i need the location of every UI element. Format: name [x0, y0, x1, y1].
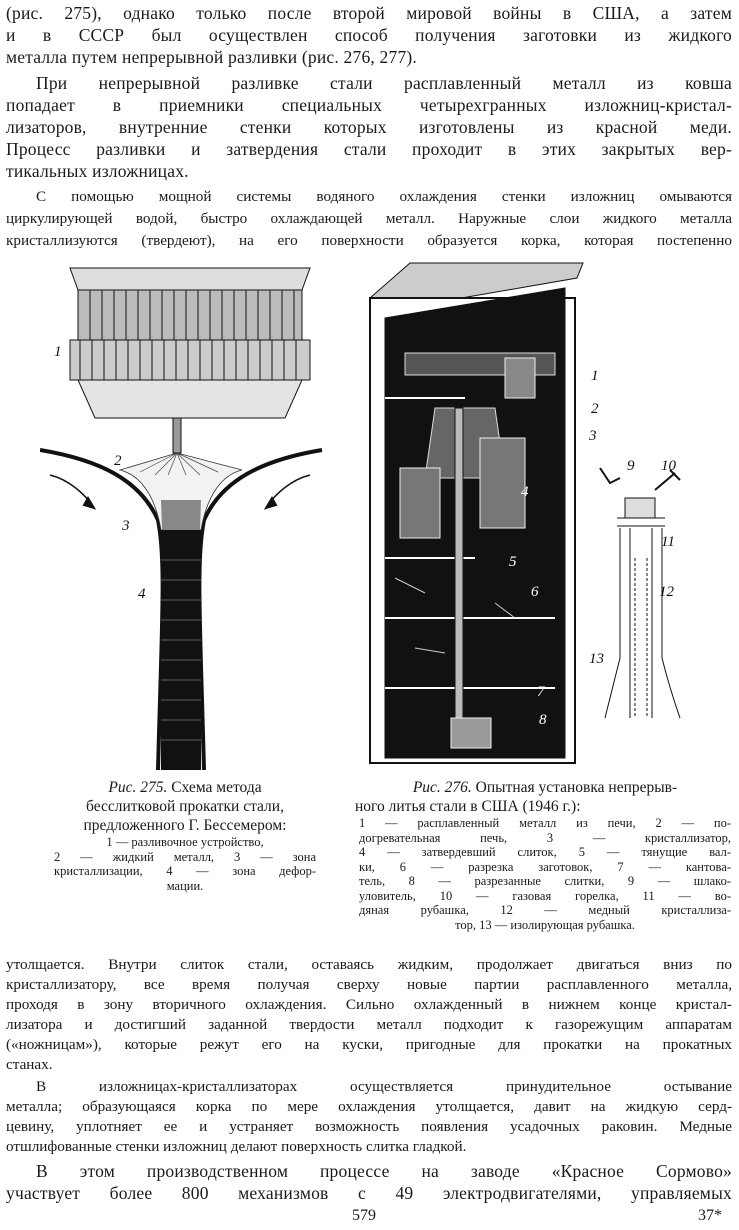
legend-line: тель, 8 — разрезанные слитки, 9 — шлако- — [359, 874, 731, 888]
metal-stream-drawing — [118, 452, 243, 770]
text-line: станах. — [6, 1056, 53, 1073]
text-line: утолщается. Внутри слиток стали, оставая… — [6, 956, 732, 973]
caption-title-line: предложенного Г. Бессемером: — [83, 817, 287, 834]
figure-276-number: Рис. 276. — [412, 779, 472, 796]
legend-line: догревательная печь, 3 — кристаллизатор, — [359, 830, 731, 845]
text-line: тикальных изложницах. — [6, 161, 189, 181]
top-paragraph-2: При непрерывной разливке стали расплавле… — [6, 72, 732, 182]
figure-276-label-6: 6 — [531, 584, 539, 600]
figure-276-label-2: 2 — [591, 401, 599, 417]
figure-276-label-4: 4 — [521, 484, 529, 500]
caption-title-line: Схема метода — [167, 779, 262, 796]
text-line: металла путем непрерывной разливки (рис.… — [6, 47, 417, 67]
figure-276-label-9: 9 — [627, 458, 635, 474]
figure-275-label-3: 3 — [121, 518, 130, 534]
figure-276-label-12: 12 — [659, 584, 675, 600]
figure-275-caption: Рис. 275. Схема метода бесслитковой прок… — [40, 778, 330, 893]
figure-276-label-3: 3 — [588, 428, 597, 444]
text-line: С помощью мощной системы водяного охлажд… — [36, 188, 732, 205]
text-line: В этом производственном процессе на заво… — [36, 1161, 732, 1181]
legend-line: кристаллизации, 4 — зона дефор- — [54, 864, 316, 878]
crystallizer-detail-drawing — [599, 467, 681, 719]
signature-mark: 37* — [698, 1207, 722, 1224]
legend-line: 1 — расплавленный металл из печи, 2 — по… — [359, 816, 731, 830]
figure-276-caption: Рис. 276. Опытная установка непрерыв- но… — [355, 778, 735, 932]
text-line: попадает в приемники специальных четырех… — [6, 95, 732, 115]
figure-276-label-5: 5 — [509, 554, 517, 570]
ladle-drawing — [69, 267, 311, 454]
text-line: участвует более 800 механизмов с 49 элек… — [6, 1183, 732, 1203]
text-line: лизатора и достигший заданной твердости … — [6, 1016, 732, 1033]
legend-line: дяная рубашка, 12 — медный кристаллиза- — [359, 903, 731, 917]
top-paragraph-1: (рис. 275), однако только после второй м… — [6, 2, 732, 68]
figure-275-label-4: 4 — [138, 586, 146, 602]
text-line: (рис. 275), однако только после второй м… — [6, 3, 732, 23]
figure-275-label-2: 2 — [114, 453, 122, 469]
legend-line: уловитель, 10 — газовая горелка, 11 — во… — [359, 888, 731, 903]
figure-276-label-10: 10 — [661, 458, 677, 474]
figure-275-label-1: 1 — [54, 344, 62, 360]
figure-276-label-13: 13 — [589, 651, 604, 667]
text-line: При непрерывной разливке стали расплавле… — [36, 73, 732, 93]
figure-276-label-11: 11 — [661, 534, 675, 550]
legend-line: 4 — затвердевший слиток, 5 — тянущие вал… — [359, 845, 731, 859]
page-number: 579 — [352, 1207, 376, 1224]
caption-title-line: Опытная установка непрерыв- — [471, 779, 678, 796]
text-line: циркулирующей водой, быстро охлаждающей … — [6, 210, 732, 227]
text-line: кристаллизуются (твердеют), на его повер… — [6, 232, 732, 249]
figure-276-label-1: 1 — [591, 368, 599, 384]
text-line: отшлифованные стенки изложниц делают пов… — [6, 1138, 467, 1155]
bottom-paragraph-3: В этом производственном процессе на заво… — [6, 1160, 732, 1204]
text-line: («ножницам»), которые режут его на куски… — [6, 1036, 732, 1053]
plant-building-drawing — [369, 262, 584, 764]
figure-276-label-8: 8 — [539, 712, 547, 728]
legend-line: тор, 13 — изолирующая рубашка. — [455, 917, 635, 932]
text-line: кристаллизатору, все время получая сверх… — [6, 976, 732, 993]
legend-line: мации. — [166, 878, 204, 893]
legend-line: 1 — разливочное устройство, — [106, 835, 264, 849]
figure-275-illustration: 1 2 3 4 — [40, 267, 323, 770]
text-line: Процесс разливки и затвердения стали про… — [6, 139, 732, 159]
text-line: металла; образующаяся корка по мере охла… — [6, 1098, 732, 1115]
text-line: В изложницах-кристаллизаторах осуществля… — [36, 1078, 732, 1095]
legend-line: ки, 6 — разрезка заготовок, 7 — кантова- — [359, 859, 731, 874]
text-line: цевину, уплотняет ее и устраняет возможн… — [6, 1118, 732, 1135]
text-line: проходя в зону вторичного охлаждения. Си… — [6, 996, 732, 1013]
figure-276-illustration: 1 2 3 4 5 6 7 8 9 10 11 12 13 — [369, 262, 681, 764]
text-line: лизаторов, внутренние стенки которых изг… — [6, 117, 732, 137]
bottom-paragraph-2: В изложницах-кристаллизаторах осуществля… — [6, 1077, 732, 1157]
legend-line: 2 — жидкий металл, 3 — зона — [54, 849, 316, 864]
bottom-paragraph-1: утолщается. Внутри слиток стали, оставая… — [6, 955, 732, 1075]
text-line: и в СССР был осуществлен способ получени… — [6, 25, 732, 45]
top-paragraph-3: С помощью мощной системы водяного охлажд… — [6, 186, 732, 252]
figure-276-label-7: 7 — [537, 684, 546, 700]
caption-title-line: бесслитковой прокатки стали, — [86, 798, 284, 815]
caption-title-line: ного литья стали в США (1946 г.): — [355, 798, 581, 815]
figure-275-number: Рис. 275. — [108, 779, 168, 796]
